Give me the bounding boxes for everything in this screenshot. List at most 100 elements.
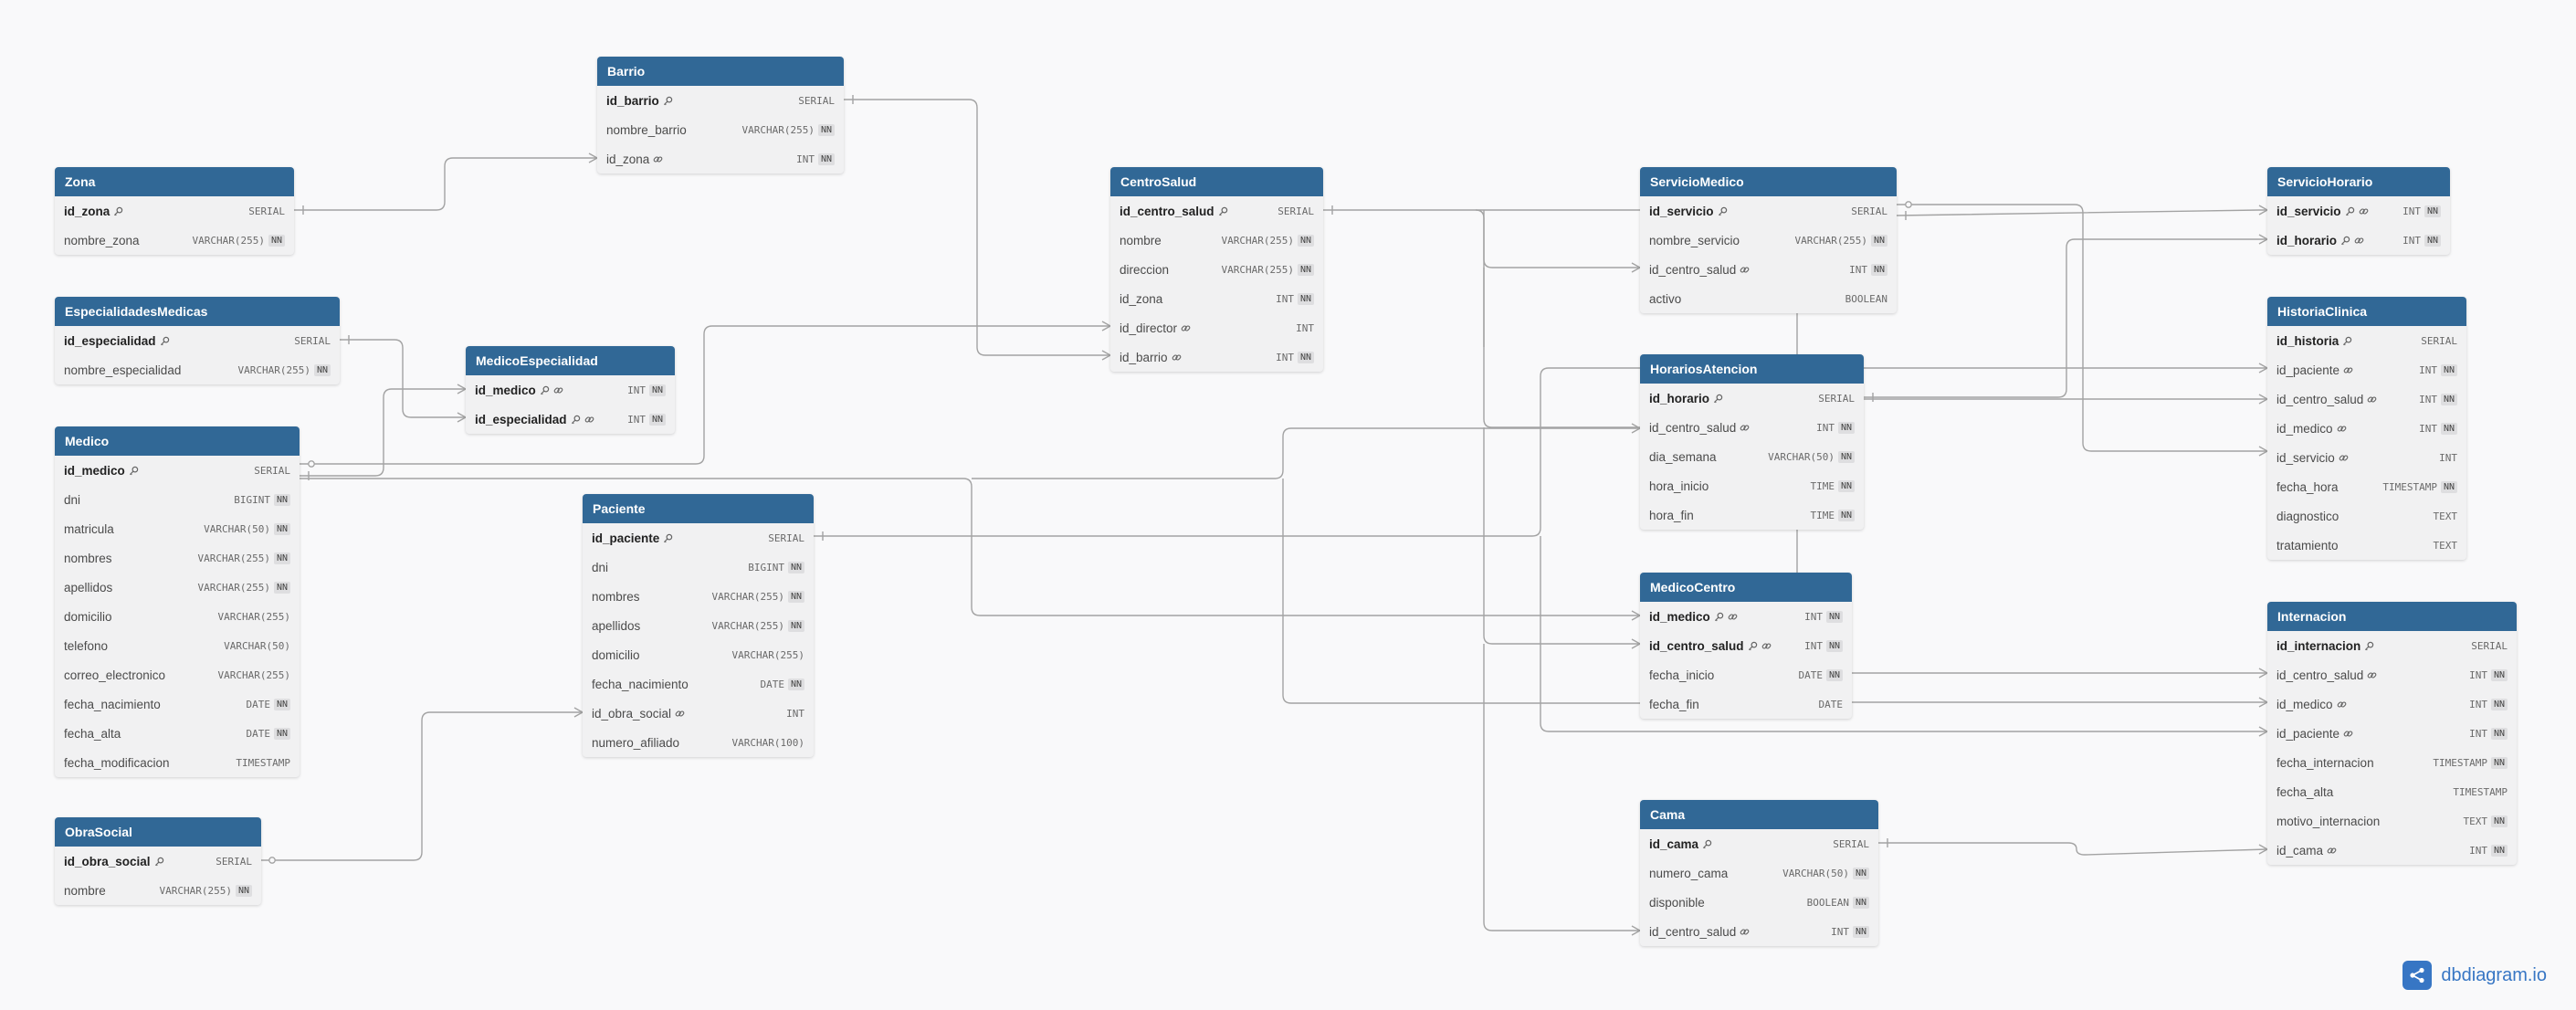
table-header[interactable]: ObraSocial: [55, 817, 261, 847]
table-header[interactable]: Medico: [55, 426, 300, 456]
table-header[interactable]: MedicoEspecialidad: [466, 346, 675, 375]
table-header[interactable]: Paciente: [583, 494, 814, 523]
table-header[interactable]: Cama: [1640, 800, 1878, 829]
table-header[interactable]: EspecialidadesMedicas: [55, 297, 340, 326]
table-header[interactable]: Internacion: [2267, 602, 2517, 631]
brand-link[interactable]: dbdiagram.io: [2403, 961, 2547, 990]
table-header[interactable]: MedicoCentro: [1640, 573, 1852, 602]
table-header[interactable]: HorariosAtencion: [1640, 354, 1864, 384]
table-header[interactable]: Barrio: [597, 57, 844, 86]
table-header[interactable]: Zona: [55, 167, 294, 196]
table-header[interactable]: ServicioMedico: [1640, 167, 1897, 196]
table-header[interactable]: HistoriaClinica: [2267, 297, 2466, 326]
table-header[interactable]: CentroSalud: [1110, 167, 1323, 196]
